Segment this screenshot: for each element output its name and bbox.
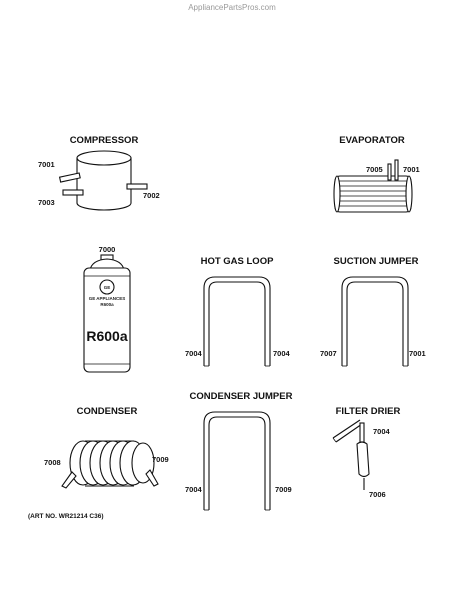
condenser-jumper-label-left: 7004: [185, 485, 203, 494]
evaporator-drawing: [333, 159, 413, 213]
evaporator-label-7001: 7001: [403, 165, 420, 174]
suction-jumper-part[interactable]: SUCTION JUMPER 7007 7001: [320, 256, 426, 367]
condenser-drawing: [61, 440, 159, 489]
ge-logo-icon: [99, 279, 115, 295]
evaporator-part[interactable]: EVAPORATOR 7005 7001: [333, 135, 420, 213]
suction-jumper-drawing: [341, 276, 409, 367]
hot-gas-loop-drawing: [203, 276, 271, 367]
compressor-label-7001: 7001: [38, 160, 55, 169]
suction-jumper-label-left: 7007: [320, 349, 337, 358]
watermark: AppliancePartsPros.com: [188, 3, 276, 12]
compressor-drawing: [58, 150, 148, 211]
condenser-label-7009: 7009: [152, 455, 169, 464]
refrigerant-can-part[interactable]: 7000 GE GE APPLIANCES R600a R600a: [83, 245, 131, 373]
can-label-7000: 7000: [99, 245, 116, 254]
compressor-title: COMPRESSOR: [70, 135, 139, 146]
evaporator-label-7005: 7005: [366, 165, 383, 174]
suction-jumper-title: SUCTION JUMPER: [334, 256, 419, 267]
condenser-jumper-drawing: [203, 411, 271, 511]
suction-jumper-label-right: 7001: [409, 349, 426, 358]
condenser-jumper-title: CONDENSER JUMPER: [190, 391, 293, 402]
condenser-jumper-label-right: 7009: [275, 485, 292, 494]
filter-drier-drawing: [332, 419, 370, 490]
filter-drier-part[interactable]: FILTER DRIER 7004 7006: [332, 406, 401, 499]
can-product-text: R600a: [86, 328, 127, 344]
filter-drier-label-7004: 7004: [373, 427, 391, 436]
can-logo-text: GE: [104, 285, 111, 290]
compressor-label-7002: 7002: [143, 191, 160, 200]
condenser-title: CONDENSER: [77, 406, 138, 417]
hot-gas-loop-title: HOT GAS LOOP: [201, 256, 275, 267]
art-number: (ART NO. WR21214 C36): [28, 513, 104, 520]
condenser-part[interactable]: CONDENSER 7008 7009: [44, 406, 169, 489]
condenser-label-7008: 7008: [44, 458, 61, 467]
can-brand-text: GE APPLIANCES: [89, 296, 126, 301]
refrigerant-can-drawing: GE GE APPLIANCES R600a R600a: [83, 254, 131, 373]
filter-drier-label-7006: 7006: [369, 490, 386, 499]
hot-gas-loop-label-left: 7004: [185, 349, 203, 358]
hot-gas-loop-label-right: 7004: [273, 349, 291, 358]
filter-drier-title: FILTER DRIER: [336, 406, 401, 417]
compressor-label-7003: 7003: [38, 198, 55, 207]
evaporator-title: EVAPORATOR: [339, 135, 405, 146]
condenser-jumper-part[interactable]: CONDENSER JUMPER 7004 7009: [185, 391, 293, 511]
compressor-part[interactable]: COMPRESSOR 7001 7003 7002: [38, 135, 160, 211]
can-sub-text: R600a: [100, 302, 114, 307]
hot-gas-loop-part[interactable]: HOT GAS LOOP 7004 7004: [185, 256, 291, 367]
